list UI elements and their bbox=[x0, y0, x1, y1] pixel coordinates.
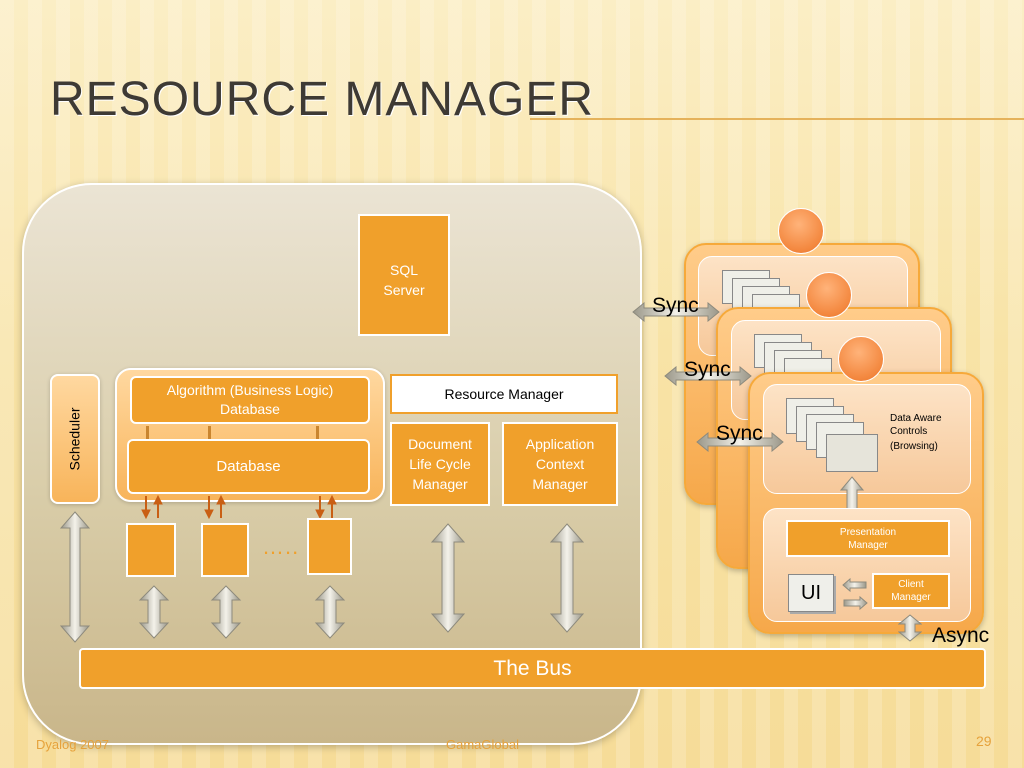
pm-line-2: Manager bbox=[848, 539, 888, 551]
resource-manager-label: Resource Manager bbox=[444, 386, 564, 402]
slide-title: Resource Manager bbox=[50, 73, 595, 126]
dac-line-2: Controls bbox=[890, 426, 928, 437]
worker-box-1 bbox=[126, 523, 176, 577]
ui-box: UI bbox=[788, 574, 834, 612]
page-stack-3 bbox=[786, 398, 886, 472]
sql-server-line-2: Server bbox=[383, 282, 425, 298]
arrow-pair-3 bbox=[315, 494, 337, 520]
sync-label-3: Sync bbox=[716, 422, 763, 446]
acm-line-2: Context bbox=[535, 456, 585, 472]
async-arrow bbox=[898, 614, 922, 642]
arrow-pair-1 bbox=[141, 494, 163, 520]
title-divider bbox=[530, 118, 1024, 120]
cm-line-1: Client bbox=[898, 579, 924, 590]
user-face-icon-2 bbox=[806, 272, 852, 318]
arrow-pair-2 bbox=[204, 494, 226, 520]
pm-line-1: Presentation bbox=[839, 526, 897, 538]
connector-1 bbox=[146, 426, 149, 440]
bus-label: The Bus bbox=[493, 656, 572, 680]
sync-text-3: Sync bbox=[716, 422, 763, 445]
acm-bus-arrow bbox=[549, 523, 585, 633]
scheduler-bus-arrow bbox=[59, 511, 91, 643]
bus-arrows bbox=[59, 511, 585, 643]
sync-arrow-3 bbox=[696, 432, 784, 452]
the-bus: The Bus bbox=[79, 648, 986, 689]
page-number-text: 29 bbox=[976, 733, 992, 749]
algorithm-line-1: Algorithm (Business Logic) bbox=[166, 382, 334, 398]
scheduler-box: Scheduler bbox=[50, 374, 100, 504]
database-box: Database bbox=[127, 439, 370, 494]
database-label: Database bbox=[216, 458, 281, 475]
user-face-icon-1 bbox=[778, 208, 824, 254]
sync-text-2: Sync bbox=[684, 358, 731, 381]
client-manager-box: Client Manager bbox=[872, 573, 950, 609]
async-text: Async bbox=[932, 624, 990, 647]
sync-text-1: Sync bbox=[652, 294, 699, 317]
scheduler-label: Scheduler bbox=[67, 407, 84, 471]
connector-2 bbox=[208, 426, 211, 440]
connector-3 bbox=[316, 426, 319, 440]
footer-left: Dyalog 2007 bbox=[36, 737, 109, 752]
data-aware-controls-label: Data Aware Controls (Browsing) bbox=[890, 412, 970, 453]
ellipsis-text: ….. bbox=[262, 534, 300, 559]
app-context-manager-box: Application Context Manager bbox=[502, 422, 618, 506]
worker-ellipsis: ….. bbox=[262, 534, 299, 560]
cm-line-2: Manager bbox=[891, 592, 931, 603]
document-lcm-line-3: Manager bbox=[412, 476, 468, 492]
resource-manager-box: Resource Manager bbox=[390, 374, 618, 414]
algorithm-database-box: Algorithm (Business Logic) Database bbox=[130, 376, 370, 424]
ui-client-arrows bbox=[842, 578, 868, 610]
page-number: 29 bbox=[976, 733, 992, 749]
db-worker-arrows bbox=[141, 494, 337, 520]
footer-center-text: GamaGlobal bbox=[446, 737, 519, 752]
sync-arrow-2 bbox=[664, 366, 752, 386]
acm-line-3: Manager bbox=[532, 476, 588, 492]
worker3-bus-arrow bbox=[314, 585, 346, 639]
sql-server-line-1: SQL bbox=[389, 262, 418, 278]
document-lcm-line-2: Life Cycle bbox=[409, 456, 471, 472]
worker-box-3 bbox=[307, 518, 352, 575]
sync-label-1: Sync bbox=[652, 294, 699, 318]
document-lcm-line-1: Document bbox=[408, 436, 472, 452]
worker1-bus-arrow bbox=[138, 585, 170, 639]
presentation-manager-box: Presentation Manager bbox=[786, 520, 950, 557]
dlcm-bus-arrow bbox=[430, 523, 466, 633]
footer-left-text: Dyalog 2007 bbox=[36, 737, 109, 752]
worker2-bus-arrow bbox=[210, 585, 242, 639]
presentation-up-arrow bbox=[840, 476, 864, 512]
algorithm-line-2: Database bbox=[220, 401, 280, 417]
worker-box-2 bbox=[201, 523, 249, 577]
user-face-icon-3 bbox=[838, 336, 884, 382]
sync-label-2: Sync bbox=[684, 358, 731, 382]
ui-label: UI bbox=[801, 581, 821, 604]
sync-arrow-1 bbox=[632, 302, 720, 322]
footer-center: GamaGlobal bbox=[446, 737, 519, 752]
async-label: Async bbox=[932, 624, 989, 648]
document-lcm-box: Document Life Cycle Manager bbox=[390, 422, 490, 506]
browsing-label: (Browsing) bbox=[890, 441, 938, 452]
dac-line-1: Data Aware bbox=[890, 413, 942, 424]
acm-line-1: Application bbox=[525, 436, 595, 452]
sql-server-box: SQL Server bbox=[358, 214, 450, 336]
